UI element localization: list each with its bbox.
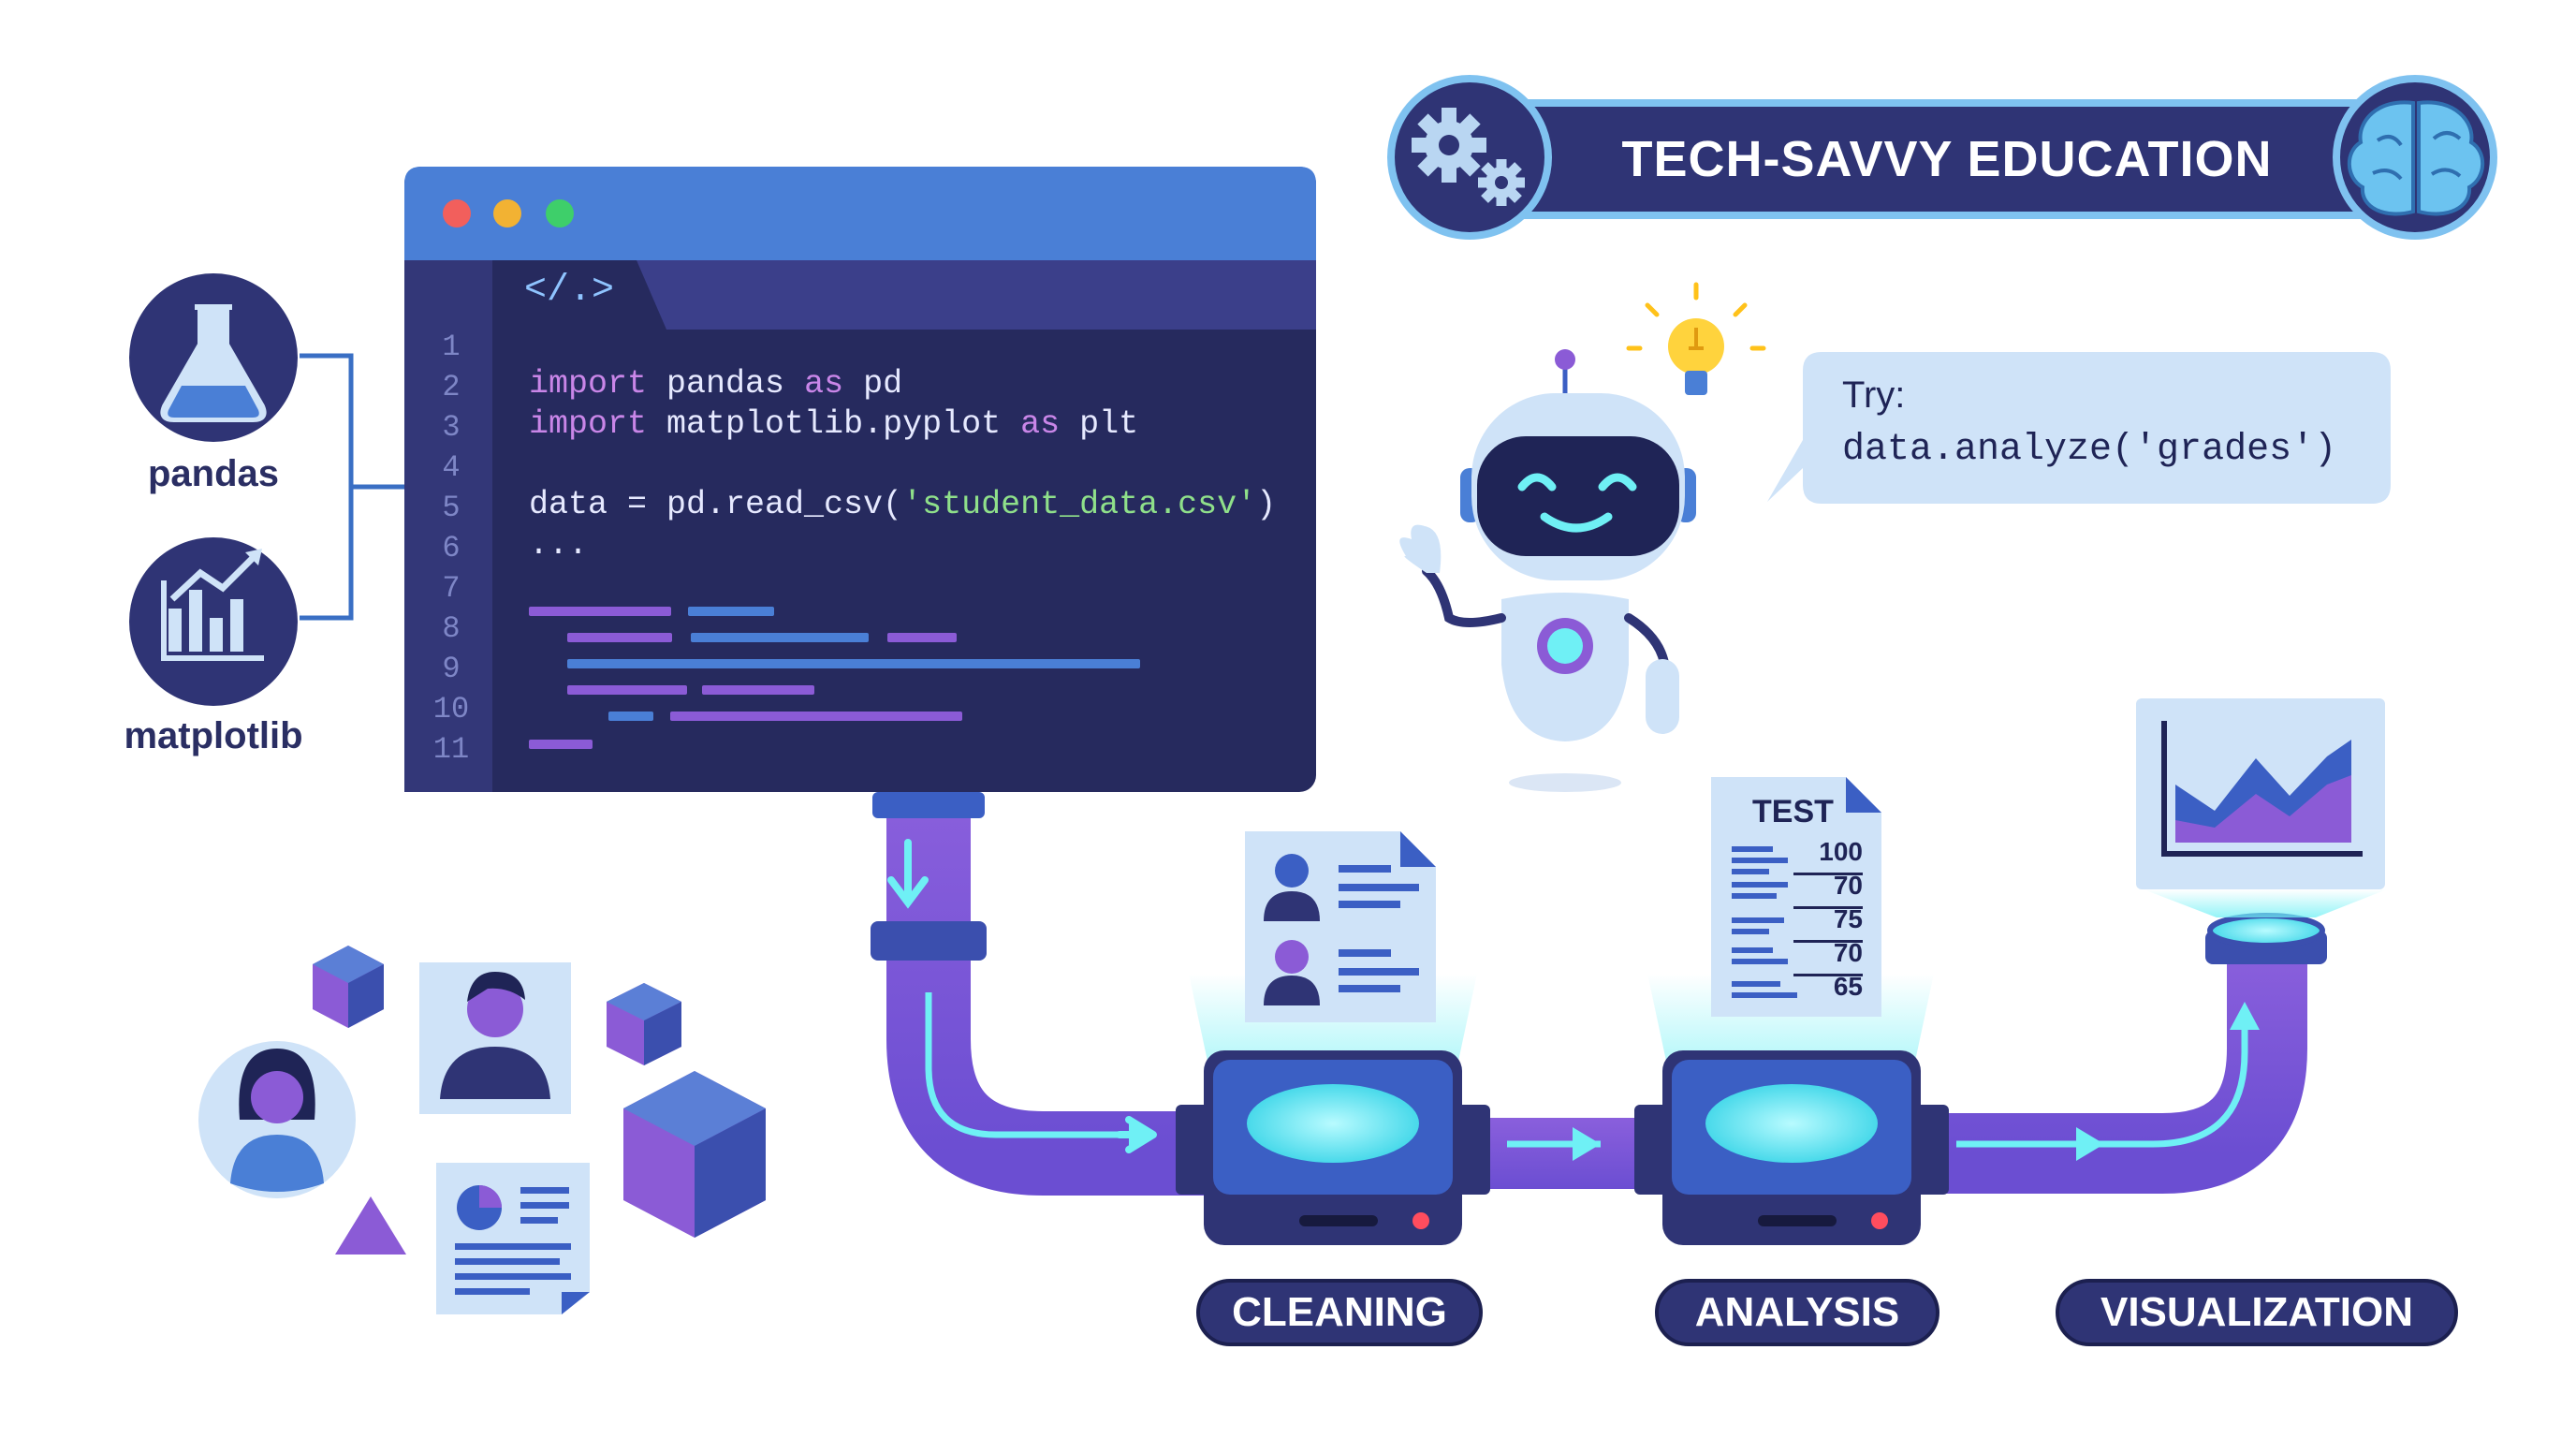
code-line-3[interactable]: import matplotlib.pyplot as plt	[529, 404, 1138, 444]
line-number: 6	[442, 531, 461, 565]
cube-small-2-icon	[607, 983, 681, 1065]
area-chart-icon	[2161, 721, 2363, 857]
line-number: 9	[442, 652, 461, 686]
code-text: matplotlib.pyplot	[647, 405, 1021, 443]
pipeline	[871, 792, 2327, 1196]
report-document-icon	[436, 1163, 590, 1314]
code-keyword: import	[529, 365, 648, 403]
code-text: )	[1256, 486, 1277, 523]
stage-cleaning-pill[interactable]: CLEANING	[1196, 1279, 1483, 1346]
analysis-station	[1634, 777, 1949, 1245]
test-score: 65	[1833, 972, 1863, 1001]
code-string: 'student_data.csv'	[902, 486, 1257, 523]
code-editor-window	[404, 167, 1316, 792]
library-connectors	[300, 353, 404, 621]
banner	[1387, 75, 2497, 240]
code-text: data = pd.read_csv(	[529, 486, 903, 523]
cube-large-icon	[623, 1071, 766, 1238]
minimize-dot	[493, 199, 521, 227]
line-number: 5	[442, 491, 461, 525]
flask-icon	[160, 304, 267, 422]
lightbulb-icon	[1626, 282, 1766, 395]
student-card-male-icon	[419, 962, 571, 1114]
stage-visualization-pill[interactable]: VISUALIZATION	[2056, 1279, 2458, 1346]
line-number: 10	[432, 692, 470, 726]
code-placeholder-bars	[529, 607, 1140, 749]
code-keyword: as	[804, 365, 844, 403]
bar-chart-icon	[161, 549, 264, 661]
library-label-matplotlib: matplotlib	[124, 715, 303, 756]
test-score: 100	[1819, 837, 1863, 866]
line-number: 4	[442, 450, 461, 485]
code-keyword: import	[529, 405, 648, 443]
student-avatar-female-icon	[198, 1041, 356, 1198]
maximize-dot	[546, 199, 574, 227]
profile-document-icon	[1245, 831, 1436, 1022]
visualization-board	[2136, 698, 2387, 917]
line-number: 7	[442, 571, 461, 606]
data-objects	[198, 946, 766, 1314]
code-line-5[interactable]: data = pd.read_csv('student_data.csv')	[529, 485, 1276, 524]
code-line-6[interactable]: ...	[529, 526, 589, 564]
code-text: plt	[1060, 405, 1139, 443]
line-number: 3	[442, 410, 461, 445]
banner-title: TECH-SAVVY EDUCATION	[1621, 131, 2273, 187]
test-score: 70	[1833, 871, 1863, 900]
line-number: 1	[442, 330, 461, 364]
triangle-icon	[335, 1196, 406, 1255]
test-score: 70	[1833, 938, 1863, 967]
speech-bubble	[1767, 352, 2391, 504]
code-line-2[interactable]: import pandas as pd	[529, 364, 902, 404]
code-text: pandas	[647, 365, 805, 403]
pandas-badge	[129, 273, 298, 442]
matplotlib-badge	[129, 537, 298, 706]
test-document-icon	[1711, 777, 1881, 1017]
code-text: pd	[843, 365, 903, 403]
close-dot	[443, 199, 471, 227]
cube-small-1-icon	[313, 946, 384, 1028]
line-number: 2	[442, 370, 461, 404]
speech-bubble-code: data.analyze('grades')	[1842, 429, 2337, 471]
stage-analysis-pill[interactable]: ANALYSIS	[1655, 1279, 1939, 1346]
code-keyword: as	[1020, 405, 1061, 443]
library-label-pandas: pandas	[147, 453, 280, 494]
cleaning-station	[1176, 831, 1490, 1245]
speech-bubble-label: Try:	[1842, 374, 1906, 416]
editor-tab-label[interactable]: </.>	[524, 270, 615, 312]
gears-icon	[1412, 108, 1525, 206]
test-score: 75	[1833, 904, 1863, 933]
line-number: 8	[442, 611, 461, 646]
brain-icon	[2347, 100, 2485, 216]
robot-icon	[1399, 349, 1696, 792]
test-document-title: TEST	[1752, 794, 1834, 829]
line-number: 11	[432, 732, 470, 767]
